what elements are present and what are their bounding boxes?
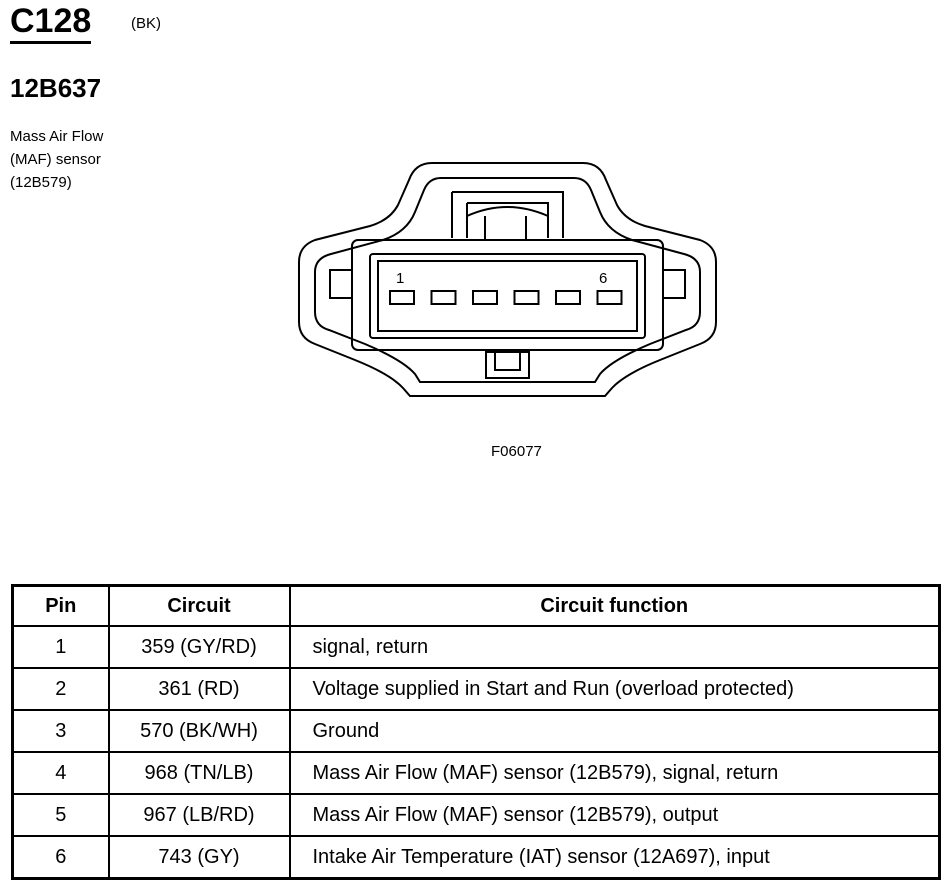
cell-pin: 4	[11, 751, 110, 795]
right-latch	[662, 269, 686, 299]
table-row: 2 361 (RD) Voltage supplied in Start and…	[11, 667, 941, 711]
cell-pin: 6	[11, 835, 110, 880]
connector-color-code: (BK)	[131, 15, 161, 32]
part-number: 12B637	[10, 73, 102, 103]
header-pin: Pin	[11, 584, 110, 627]
cell-function: Intake Air Temperature (IAT) sensor (12A…	[288, 835, 941, 880]
pin-label-first: 1	[396, 270, 404, 287]
pin-label-last: 6	[599, 270, 607, 287]
description-line-3: (12B579)	[10, 174, 72, 191]
pin-terminal	[430, 290, 457, 305]
table-row: 6 743 (GY) Intake Air Temperature (IAT) …	[11, 835, 941, 880]
table-row: 1 359 (GY/RD) signal, return	[11, 625, 941, 669]
cell-circuit: 743 (GY)	[107, 835, 291, 880]
cell-pin: 5	[11, 793, 110, 837]
pin-terminal	[472, 290, 498, 305]
connector-id: C128	[10, 2, 92, 44]
table-row: 5 967 (LB/RD) Mass Air Flow (MAF) sensor…	[11, 793, 941, 837]
pin-table: Pin Circuit Circuit function 1 359 (GY/R…	[11, 584, 941, 880]
cell-function: Ground	[288, 709, 941, 753]
left-latch	[329, 269, 353, 299]
figure-id: F06077	[491, 443, 542, 460]
cell-function: Voltage supplied in Start and Run (overl…	[288, 667, 941, 711]
pin-terminal	[596, 290, 623, 305]
table-row: 4 968 (TN/LB) Mass Air Flow (MAF) sensor…	[11, 751, 941, 795]
cell-pin: 1	[11, 625, 110, 669]
pin-terminal	[513, 290, 540, 305]
cell-circuit: 967 (LB/RD)	[107, 793, 291, 837]
connector-inner-housing	[314, 177, 701, 383]
pin-terminal	[389, 290, 415, 305]
connector-face-diagram: 1 6	[298, 162, 717, 397]
cell-circuit: 570 (BK/WH)	[107, 709, 291, 753]
header-circuit: Circuit	[107, 584, 291, 627]
cell-function: Mass Air Flow (MAF) sensor (12B579), sig…	[288, 751, 941, 795]
table-header-row: Pin Circuit Circuit function	[11, 584, 941, 627]
connector-outer-housing	[298, 162, 717, 397]
locking-tab	[452, 191, 564, 238]
cell-circuit: 968 (TN/LB)	[107, 751, 291, 795]
description-line-2: (MAF) sensor	[10, 151, 101, 168]
cell-function: signal, return	[288, 625, 941, 669]
cell-pin: 2	[11, 667, 110, 711]
cell-circuit: 359 (GY/RD)	[107, 625, 291, 669]
pin-terminal	[555, 290, 581, 305]
cell-function: Mass Air Flow (MAF) sensor (12B579), out…	[288, 793, 941, 837]
cell-circuit: 361 (RD)	[107, 667, 291, 711]
cell-pin: 3	[11, 709, 110, 753]
table-row: 3 570 (BK/WH) Ground	[11, 709, 941, 753]
pin-cavity-inner	[369, 253, 646, 339]
header-circuit-function: Circuit function	[288, 584, 941, 627]
description-line-1: Mass Air Flow	[10, 128, 104, 145]
bottom-key	[485, 351, 530, 379]
